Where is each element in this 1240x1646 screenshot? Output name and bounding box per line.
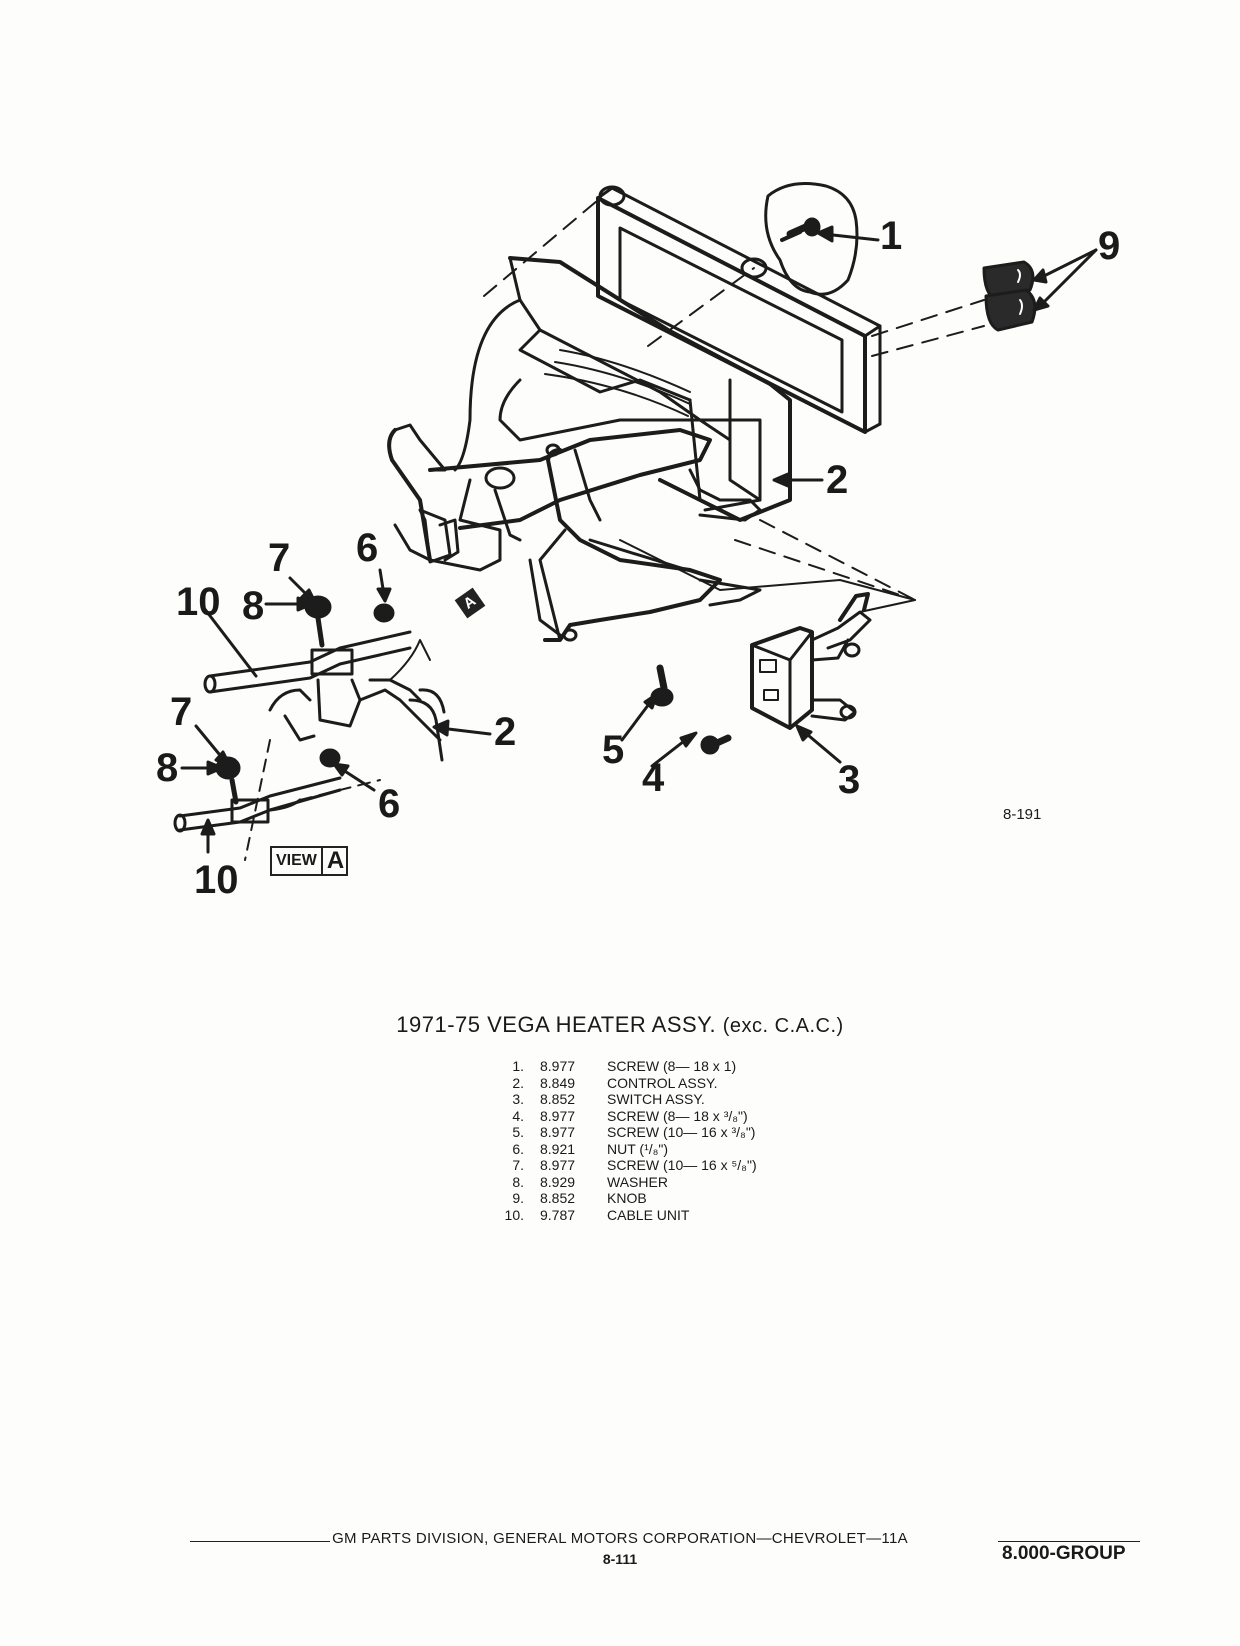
group-number: 8.852 <box>540 1091 576 1107</box>
part-description: SCREW (10— 16 x ⁵/₈") <box>607 1157 757 1173</box>
part-number: 10. <box>504 1206 524 1223</box>
knob-pair <box>982 260 1037 332</box>
title-sub: (exc. C.A.C.) <box>722 1015 844 1037</box>
group-number: 8.929 <box>540 1173 576 1190</box>
part-number: 9. <box>512 1190 524 1206</box>
part-number: 5. <box>512 1124 524 1140</box>
part-description: SWITCH ASSY. <box>607 1091 705 1107</box>
group-number: 8.921 <box>540 1140 576 1157</box>
view-a-label: VIEW A <box>270 846 349 876</box>
part-description: CONTROL ASSY. <box>607 1074 718 1091</box>
callout-10-bottom: 10 <box>194 858 239 902</box>
view-letter: A <box>320 848 344 874</box>
part-description: SCREW (8— 18 x 1) <box>607 1058 737 1074</box>
lower-bracket-plate <box>619 539 916 613</box>
screw-1-detail <box>764 182 859 296</box>
group-number: 9.787 <box>540 1206 576 1223</box>
callout-7-bottom: 7 <box>170 690 193 734</box>
callout-1: 1 <box>880 214 903 258</box>
group-number: 8.977 <box>540 1124 576 1140</box>
group-number: 8.849 <box>540 1074 576 1091</box>
title-main: 1971-75 VEGA HEATER ASSY. <box>396 1012 717 1037</box>
switch-assembly <box>750 592 872 730</box>
group-label: 8.000-GROUP <box>1002 1543 1126 1564</box>
part-number: 8. <box>512 1173 524 1190</box>
screw-4 <box>700 734 732 755</box>
footer-rule-right <box>998 1541 1140 1542</box>
control-assembly <box>387 256 792 642</box>
callout-9: 9 <box>1098 224 1121 268</box>
part-description: SCREW (10— 16 x ³/₈") <box>607 1124 756 1140</box>
callout-8-bottom: 8 <box>156 746 179 790</box>
figure-reference: 8-191 <box>1003 806 1042 823</box>
parts-list-row: 4. 8.977 SCREW (8— 18 x ³/₈") <box>480 1108 757 1125</box>
group-number: 8.977 <box>540 1058 576 1074</box>
parts-list-row: 10. 9.787 CABLE UNIT <box>480 1207 757 1224</box>
page-number: 8-111 <box>602 1551 638 1567</box>
callout-6-bottom: 6 <box>378 782 401 826</box>
callout-5: 5 <box>602 728 625 772</box>
leader-lines <box>180 225 1098 854</box>
callout-4: 4 <box>642 756 665 800</box>
parts-list-row: 6. 8.921 NUT (¹/₈") <box>480 1141 757 1158</box>
part-number: 2. <box>512 1074 524 1091</box>
callout-7-top: 7 <box>268 536 291 580</box>
callout-2-control: 2 <box>826 458 849 502</box>
parts-list: 1. 8.977 SCREW (8— 18 x 1) 2. 8.849 CONTROL A… <box>480 1058 757 1223</box>
part-number: 1. <box>512 1058 524 1074</box>
footer-division: GM PARTS DIVISION, GENERAL MOTORS CORPOR… <box>332 1530 908 1547</box>
parts-list-row: 7. 8.977 SCREW (10— 16 x ⁵/₈") <box>480 1157 757 1174</box>
part-description: CABLE UNIT <box>607 1206 690 1223</box>
part-description: NUT (¹/₈") <box>607 1140 669 1157</box>
part-number: 3. <box>512 1091 524 1107</box>
parts-list-row: 2. 8.849 CONTROL ASSY. <box>480 1075 757 1092</box>
dashed-alignment-lines <box>483 199 985 601</box>
parts-list-row: 5. 8.977 SCREW (10— 16 x ³/₈") <box>480 1124 757 1141</box>
bezel-plate <box>596 185 882 434</box>
part-number: 6. <box>512 1140 524 1157</box>
page-title: 1971-75 VEGA HEATER ASSY. (exc. C.A.C.) <box>0 1012 1240 1038</box>
view-a-detail <box>173 595 446 861</box>
parts-list-row: 3. 8.852 SWITCH ASSY. <box>480 1091 757 1108</box>
part-description: KNOB <box>607 1190 647 1206</box>
screw-5 <box>650 664 674 707</box>
callout-2-view: 2 <box>494 710 517 754</box>
view-word: VIEW <box>276 852 317 869</box>
parts-list-row: 1. 8.977 SCREW (8— 18 x 1) <box>480 1058 757 1075</box>
group-number: 8.977 <box>540 1107 576 1124</box>
part-description: SCREW (8— 18 x ³/₈") <box>607 1107 748 1124</box>
callout-6-top: 6 <box>356 526 379 570</box>
callout-10-top: 10 <box>176 580 221 624</box>
group-number: 8.852 <box>540 1190 576 1206</box>
parts-list-row: 8. 8.929 WASHER <box>480 1174 757 1191</box>
parts-list-row: 9. 8.852 KNOB <box>480 1190 757 1207</box>
part-description: WASHER <box>607 1173 668 1190</box>
part-number: 4. <box>512 1107 524 1124</box>
callout-3: 3 <box>838 758 861 802</box>
callout-8-top: 8 <box>242 584 265 628</box>
part-number: 7. <box>512 1157 524 1173</box>
footer-rule-left <box>190 1541 330 1542</box>
group-number: 8.977 <box>540 1157 576 1173</box>
